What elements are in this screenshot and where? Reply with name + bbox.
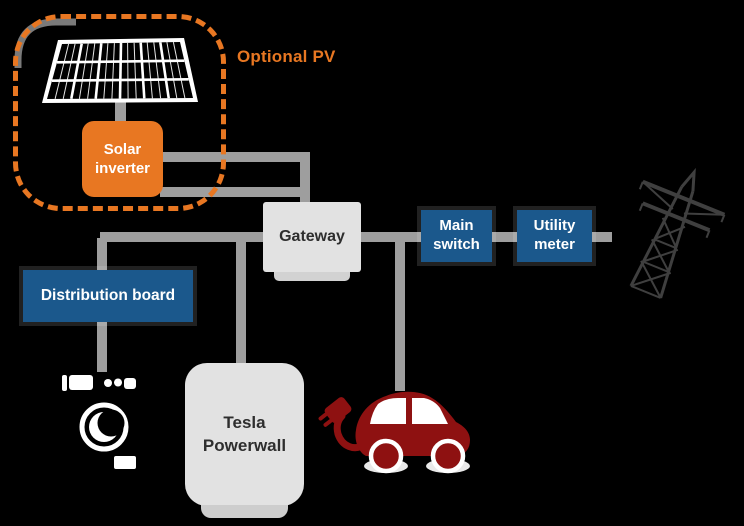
line-inverter-to-gateway-lower	[160, 187, 310, 197]
gateway-box: Gateway	[263, 202, 361, 272]
optional-pv-label: Optional PV	[237, 47, 336, 66]
gateway-label: Gateway	[279, 228, 345, 245]
line-gateway-to-powerwall	[236, 240, 246, 364]
line-into-gateway-top	[300, 152, 310, 207]
solar-inverter-box: Solar inverter	[82, 121, 163, 197]
transmission-tower-icon	[629, 167, 726, 299]
main-switch-label: Main switch	[433, 217, 480, 253]
line-to-electric-car	[395, 238, 405, 391]
line-inverter-to-gateway-upper	[160, 152, 310, 162]
distribution-board-box: Distribution board	[23, 270, 193, 322]
utility-meter-label: Utility meter	[533, 217, 576, 253]
line-main-switch-to-utility-meter	[492, 232, 517, 242]
washing-machine-icon	[62, 375, 136, 469]
tesla-powerwall-base	[201, 505, 288, 518]
line-gateway-to-distribution	[100, 232, 263, 242]
line-gateway-to-main-switch	[361, 232, 422, 242]
main-switch-box: Main switch	[421, 210, 492, 262]
line-utility-meter-to-grid	[592, 232, 612, 242]
tesla-powerwall-label: Tesla Powerwall	[202, 412, 287, 455]
solar-inverter-label: Solar inverter	[94, 140, 151, 178]
tesla-powerwall-box: Tesla Powerwall	[185, 363, 304, 506]
solar-panel-icon	[42, 38, 198, 103]
gateway-base	[274, 272, 350, 281]
optional-pv-frame	[13, 14, 226, 211]
utility-meter-box: Utility meter	[517, 210, 592, 262]
electric-car-icon	[318, 391, 470, 474]
line-panel-to-inverter	[115, 101, 126, 125]
distribution-board-label: Distribution board	[40, 287, 176, 305]
